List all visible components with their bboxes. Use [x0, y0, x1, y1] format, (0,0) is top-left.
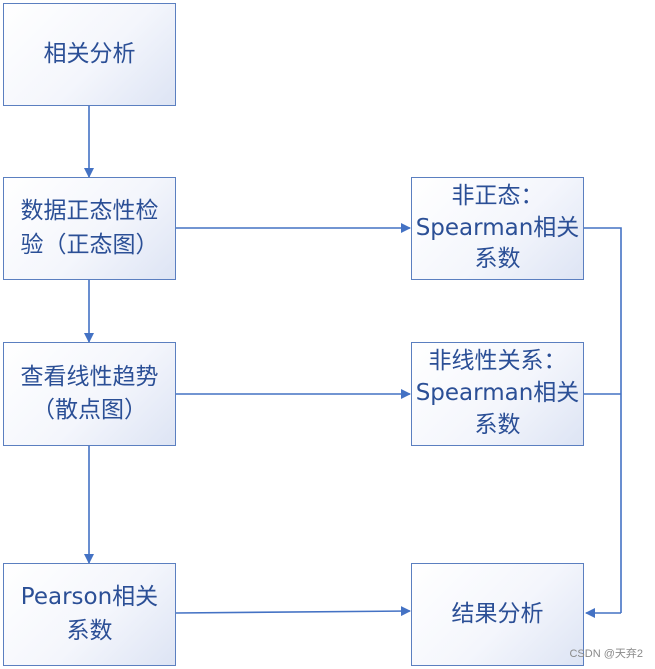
- node-correlation-analysis: 相关分析: [3, 3, 176, 106]
- node-label-line: 非正态：: [451, 182, 544, 209]
- node-label-line: 系数: [474, 411, 521, 438]
- node-result-analysis: 结果分析: [411, 563, 584, 666]
- node-label-line: Spearman相关: [415, 380, 580, 407]
- node-label-line: 验（正态图）: [20, 231, 159, 258]
- node-label-line: Pearson相关: [20, 584, 159, 611]
- node-label-line: 系数: [66, 617, 113, 644]
- node-label-line: 系数: [474, 246, 521, 273]
- arrow-pearson-to-result: [175, 606, 411, 617]
- node-label-line: Spearman相关: [415, 214, 580, 241]
- node-nonlinear-spearman: 非线性关系： Spearman相关 系数: [411, 342, 584, 446]
- connector-spearman1-to-result: [584, 227, 622, 613]
- node-label-line: 非线性关系：: [428, 348, 567, 375]
- node-normality-test: 数据正态性检 验（正态图）: [3, 177, 176, 280]
- node-label-line: 数据正态性检: [20, 198, 159, 225]
- node-pearson: Pearson相关 系数: [3, 563, 176, 666]
- node-linearity-check: 查看线性趋势 （散点图）: [3, 342, 176, 446]
- node-label: 相关分析: [43, 40, 136, 67]
- node-label: 结果分析: [451, 600, 544, 627]
- node-non-normal-spearman: 非正态： Spearman相关 系数: [411, 177, 584, 280]
- node-label-line: 查看线性趋势: [20, 363, 159, 390]
- node-label-line: （散点图）: [32, 397, 147, 423]
- watermark: CSDN @天弃2: [569, 648, 643, 660]
